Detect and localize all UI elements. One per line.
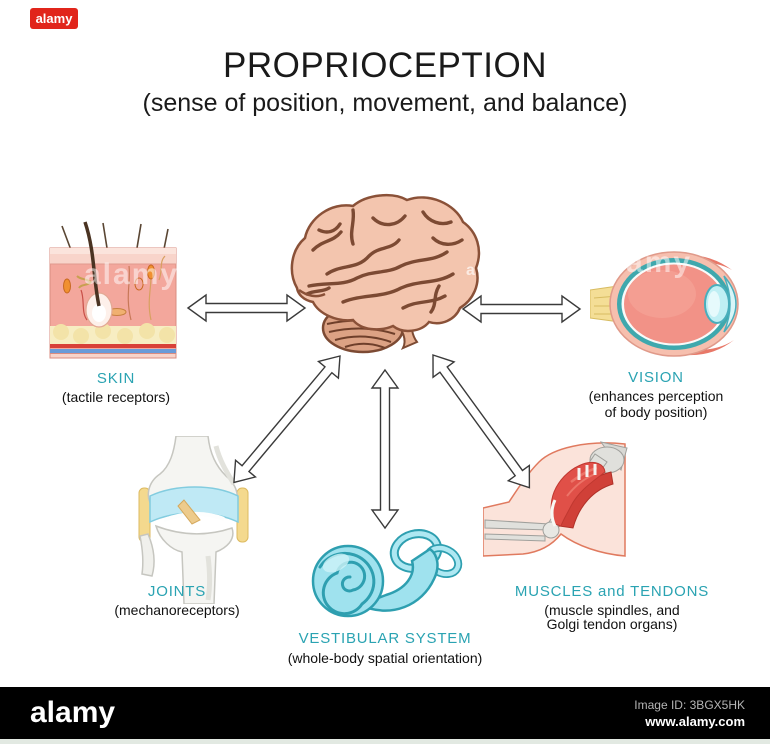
vision-sublabel-line1: (enhances perception — [588, 388, 724, 404]
footer-image-id: Image ID: 3BGX5HK — [634, 697, 745, 712]
skin-icon — [49, 221, 177, 359]
vestibular-label: VESTIBULAR SYSTEM — [298, 630, 472, 647]
brain-illustration — [283, 190, 483, 360]
arrow-brain-joints — [233, 355, 341, 484]
muscles-sublabel-line2: Golgi tendon organs) — [546, 616, 678, 632]
vision-illustration — [590, 246, 750, 364]
muscles-illustration — [483, 438, 658, 593]
joints-illustration — [124, 436, 264, 604]
arm-muscle-icon — [483, 441, 628, 557]
arrow-brain-muscles — [432, 354, 531, 489]
inner-ear-icon — [311, 529, 463, 618]
eye-icon — [590, 251, 739, 357]
muscles-label: MUSCLES and TENDONS — [514, 583, 710, 600]
joints-label: JOINTS — [147, 583, 207, 600]
page-subtitle: (sense of position, movement, and balanc… — [142, 89, 628, 117]
knee-joint-icon — [138, 436, 249, 604]
joints-sublabel: (mechanoreceptors) — [114, 602, 240, 618]
vestibular-illustration — [300, 525, 465, 625]
footer-alamy-logo: alamy — [30, 696, 116, 729]
vestibular-sublabel: (whole-body spatial orientation) — [287, 650, 483, 666]
brain-icon — [290, 193, 481, 354]
arrow-brain-vision — [461, 294, 582, 324]
page-title: PROPRIOCEPTION — [223, 46, 547, 85]
skin-label: SKIN — [96, 370, 136, 387]
skin-sublabel: (tactile receptors) — [61, 389, 171, 405]
arrow-brain-skin — [186, 293, 307, 323]
skin-illustration — [47, 220, 179, 362]
footer-website: www.alamy.com — [645, 713, 745, 729]
footer-bottom-strip — [0, 739, 770, 744]
arrow-brain-vestibular — [370, 368, 400, 530]
vision-sublabel-line2: of body position) — [604, 404, 708, 420]
footer-bar: alamy Image ID: 3BGX5HK www.alamy.com — [0, 687, 770, 739]
alamy-logo-badge: alamy — [30, 8, 78, 29]
vision-label: VISION — [628, 369, 684, 386]
muscles-sublabel-line1: (muscle spindles, and — [544, 602, 680, 618]
